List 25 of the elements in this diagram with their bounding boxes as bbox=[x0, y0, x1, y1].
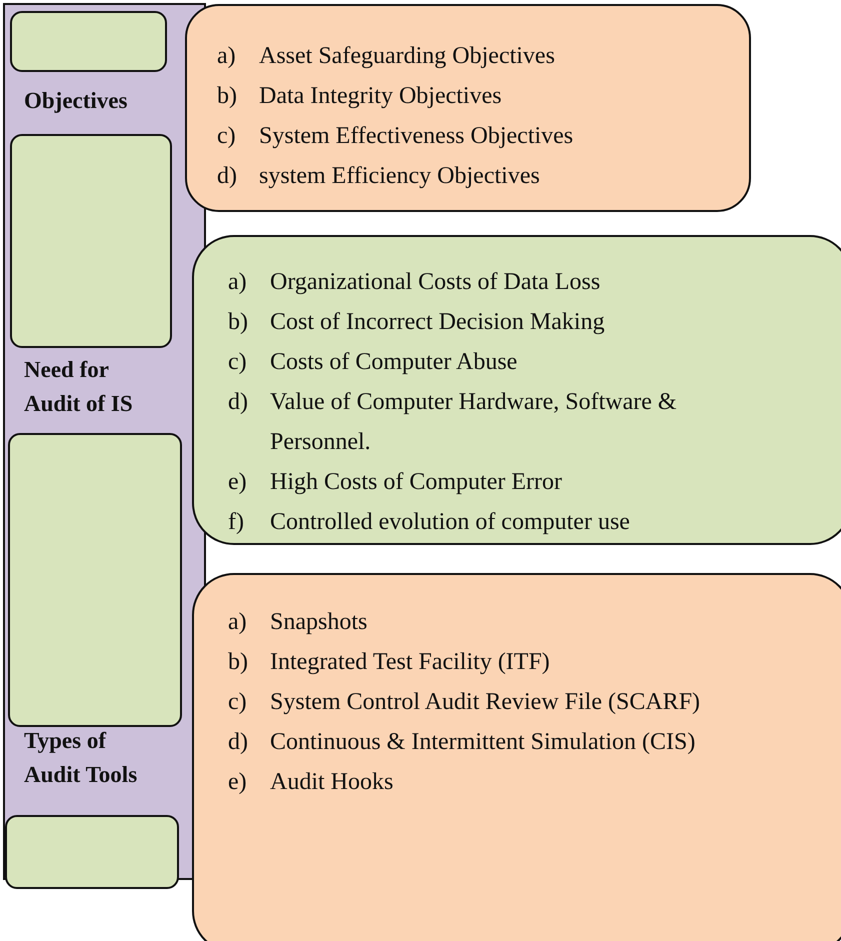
section-heading: Need for Audit of IS bbox=[24, 356, 134, 418]
list-item: d) Value of Computer Hardware, Software & Personnel. bbox=[228, 388, 678, 457]
list-item: f) Controlled evolution of computer use bbox=[228, 508, 631, 537]
list-item: b) Cost of Incorrect Decision Making bbox=[228, 308, 606, 337]
list-item: e) Audit Hooks bbox=[228, 768, 394, 797]
empty-box bbox=[10, 11, 167, 72]
list-item: c) System Control Audit Review File (SCARF) bbox=[228, 688, 702, 717]
list-item: b) Integrated Test Facility (ITF) bbox=[228, 648, 551, 677]
list-item: d) system Efficiency Objectives bbox=[217, 162, 541, 191]
list-item: a) Asset Safeguarding Objectives bbox=[217, 42, 556, 71]
section-heading: Types of Audit Tools bbox=[24, 727, 138, 789]
list-item: a) Organizational Costs of Data Loss bbox=[228, 268, 602, 297]
list-item: d) Continuous & Intermittent Simulation (CIS) bbox=[228, 728, 696, 757]
list-item: e) High Costs of Computer Error bbox=[228, 468, 563, 497]
empty-box bbox=[5, 815, 179, 889]
section-heading: Objectives bbox=[24, 87, 128, 115]
list-item: c) System Effectiveness Objectives bbox=[217, 122, 574, 151]
empty-box bbox=[10, 134, 172, 348]
list-item: b) Data Integrity Objectives bbox=[217, 82, 503, 111]
list-panel bbox=[192, 235, 841, 545]
list-item: c) Costs of Computer Abuse bbox=[228, 348, 518, 377]
list-panel bbox=[192, 573, 841, 941]
list-item: a) Snapshots bbox=[228, 608, 368, 637]
empty-box bbox=[8, 433, 182, 727]
list-panel bbox=[185, 4, 751, 212]
